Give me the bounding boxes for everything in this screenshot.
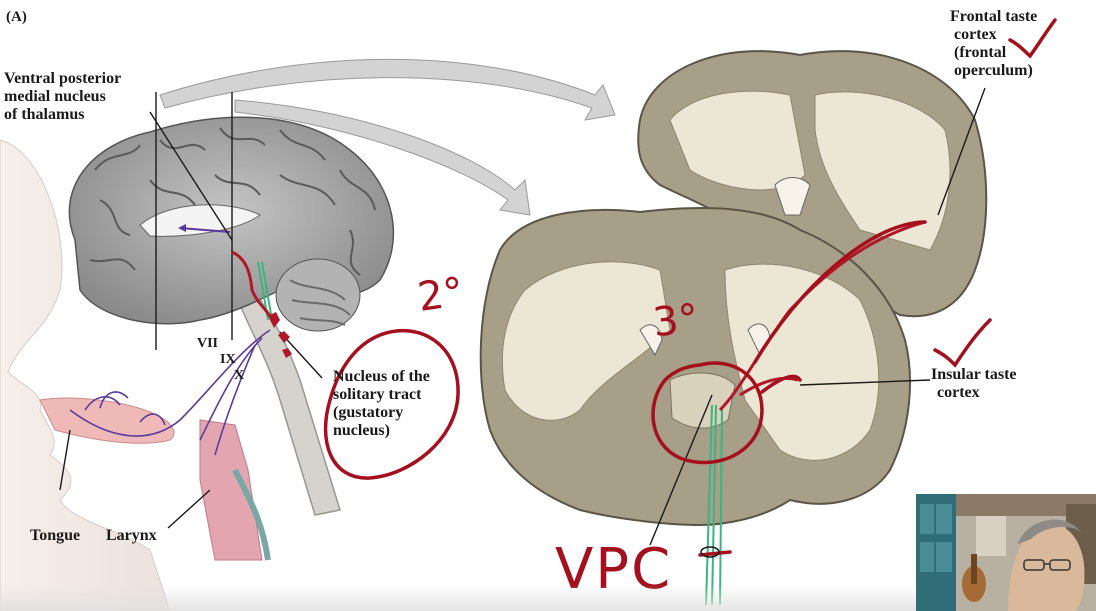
label-insular-line2: cortex [937,384,980,401]
arrow-to-frontal-cortex [159,58,616,121]
coronal-slice-upper [637,50,988,318]
pathway-highlight [753,220,927,364]
label-insular-taste-cortex: Insular taste cortex [931,366,1017,402]
label-frontal-line3: (frontal [954,44,1007,61]
panel-label: (A) [6,9,27,25]
check-mark-icon [1008,18,1057,59]
label-frontal-line1: Frontal taste [950,8,1038,25]
label-nts-line2: solitary tract [333,386,422,403]
label-nerve-vii: VII [197,336,219,351]
label-nerve-x: X [234,368,245,383]
video-bottom-fade [0,585,916,611]
check-mark-icon [933,318,992,368]
label-frontal-taste-cortex: Frontal taste cortex (frontal operculum) [950,8,1037,80]
label-nts-line3: (gustatory [333,404,404,421]
cranial-nerves [69,329,271,456]
webcam-overlay [916,494,1096,611]
label-vpm-line2: medial nucleus [4,88,106,105]
brainstem [237,278,341,516]
nts-circle [323,329,460,480]
arrow-to-insular-cortex [234,99,531,216]
label-larynx: Larynx [106,527,157,544]
pathway-highlight-2 [760,374,802,394]
label-vpm-line1: Ventral posterior [4,70,122,87]
label-insular-line1: Insular taste [931,366,1017,383]
small-tick [698,550,732,557]
label-nts-line1: Nucleus of the [333,368,430,385]
label-tongue: Tongue [30,527,81,544]
label-vpm-line3: of thalamus [4,106,85,123]
label-frontal-line4: operculum) [954,62,1033,79]
label-nucleus-solitary-tract: Nucleus of the solitary tract (gustatory… [333,368,430,440]
ink-annotations [323,18,1057,557]
annotation-tertiary: 3° [650,295,701,347]
head-profile [0,139,271,611]
thalamus-circle [651,361,764,465]
annotation-secondary: 2° [415,269,467,321]
nts-marker [268,312,292,358]
label-nts-line4: nucleus) [333,422,390,439]
label-nerve-ix: IX [220,352,236,367]
label-frontal-line2: cortex [954,26,997,43]
label-vpm: Ventral posterior medial nucleus of thal… [4,70,121,124]
tract-ring [700,546,720,558]
webcam-scene [916,494,1096,611]
